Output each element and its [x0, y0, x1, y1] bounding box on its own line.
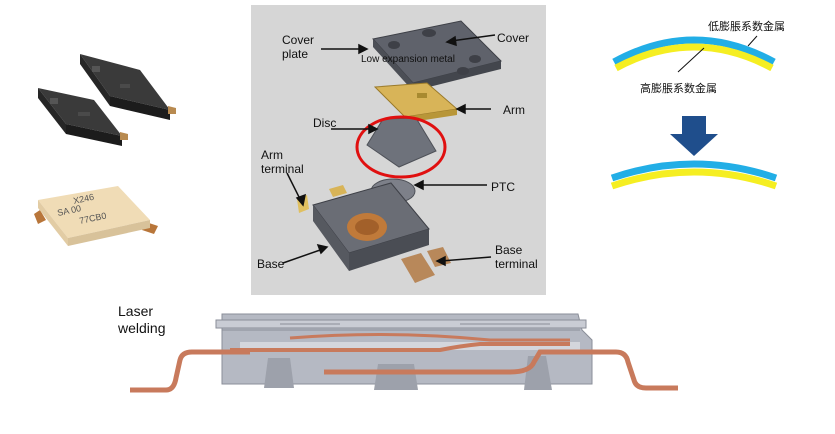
- product-photo-black: [38, 54, 176, 146]
- exploded-view-drawing: Low expansion metal: [282, 20, 502, 283]
- cross-section-drawing: [130, 313, 678, 393]
- label-high-expansion-metal: 高膨脹系数金属: [640, 82, 717, 95]
- cover-part: Low expansion metal: [361, 20, 502, 91]
- label-base-terminal: Base terminal: [495, 243, 538, 271]
- high-expansion-layer: [614, 43, 774, 72]
- product-photo-beige: X246 SA 00 77CB0: [34, 186, 158, 246]
- arm-strip: [230, 342, 570, 352]
- label-cover-plate: Cover plate: [282, 33, 315, 61]
- callout-arrows: [282, 34, 496, 267]
- device-back: [80, 54, 176, 120]
- label-cover: Cover: [497, 31, 530, 45]
- label-low-expansion-metal: 低膨脹系数金属: [708, 20, 785, 33]
- svg-text:X246: X246: [72, 192, 95, 206]
- device-front: [38, 88, 128, 146]
- lead-left: [130, 349, 250, 393]
- disc-highlight-circle: [355, 115, 447, 179]
- down-arrow: [670, 116, 718, 156]
- disc-part: [366, 117, 437, 168]
- lead-right: [592, 349, 678, 391]
- label-base: Base: [257, 257, 285, 271]
- label-ptc: PTC: [491, 180, 515, 194]
- base-terminal-strip: [324, 349, 600, 375]
- svg-text:SA 00: SA 00: [56, 203, 82, 218]
- low-expansion-layer: [612, 36, 776, 66]
- label-disc: Disc: [313, 116, 337, 130]
- bent-low-layer: [610, 168, 778, 190]
- label-arm-terminal: Arm terminal: [261, 148, 304, 176]
- label-arm: Arm: [503, 103, 525, 117]
- label-laser-welding: Laser welding: [118, 303, 166, 336]
- bent-high-layer: [610, 160, 778, 182]
- bimetal-diagram: [610, 35, 778, 190]
- base-part: [297, 182, 451, 283]
- disc-strip: [289, 332, 570, 342]
- exploded-view-panel: Low expansion metal: [251, 5, 546, 295]
- cover-engraving: Low expansion metal: [361, 54, 455, 65]
